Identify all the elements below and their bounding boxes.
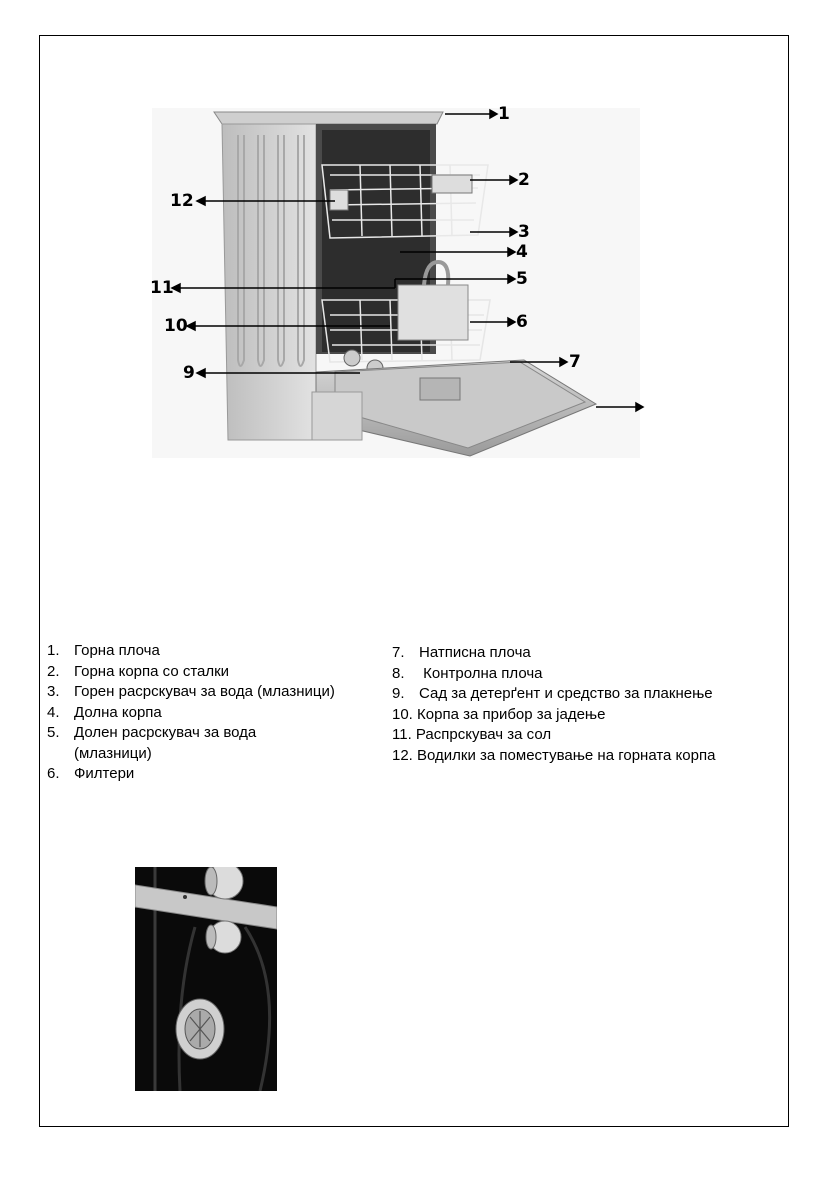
list-item-continuation: (млазници) xyxy=(47,744,335,765)
callout-3: 3 xyxy=(518,224,530,241)
list-item: 1.Горна плоча xyxy=(47,641,335,662)
list-item: 9.Сад за детерґент и средство за плакнењ… xyxy=(392,684,715,705)
callout-5: 5 xyxy=(516,271,528,288)
callout-1: 1 xyxy=(498,106,510,123)
callout-4: 4 xyxy=(516,244,528,261)
list-item: 12. Водилки за поместување на горната ко… xyxy=(392,746,715,767)
list-item: 4.Долна корпа xyxy=(47,703,335,724)
callout-2: 2 xyxy=(518,172,530,189)
list-item: 6.Филтери xyxy=(47,764,335,785)
callout-11: 11 xyxy=(150,280,174,297)
list-item: 11. Распрскувач за сол xyxy=(392,725,715,746)
callout-7: 7 xyxy=(569,354,581,371)
callout-10: 10 xyxy=(164,318,188,335)
callout-12: 12 xyxy=(170,193,194,210)
list-item: 8. Контролна плоча xyxy=(392,664,715,685)
callout-9: 9 xyxy=(183,365,195,382)
list-item: 3.Горен расрскувач за вода (млазници) xyxy=(47,682,335,703)
list-item: 7.Натписна плоча xyxy=(392,643,715,664)
callout-6: 6 xyxy=(516,314,528,331)
dishwasher-illustration xyxy=(0,0,840,470)
list-item: 10. Корпа за прибор за јадење xyxy=(392,705,715,726)
list-item: 2.Горна корпа со сталки xyxy=(47,662,335,683)
spray-arm-photo xyxy=(135,867,277,1091)
parts-list-left: 1.Горна плоча 2.Горна корпа со сталки 3.… xyxy=(47,641,335,785)
list-item: 5.Долен расрскувач за вода xyxy=(47,723,335,744)
parts-list-right: 7.Натписна плоча 8. Контролна плоча 9.Са… xyxy=(392,643,715,766)
